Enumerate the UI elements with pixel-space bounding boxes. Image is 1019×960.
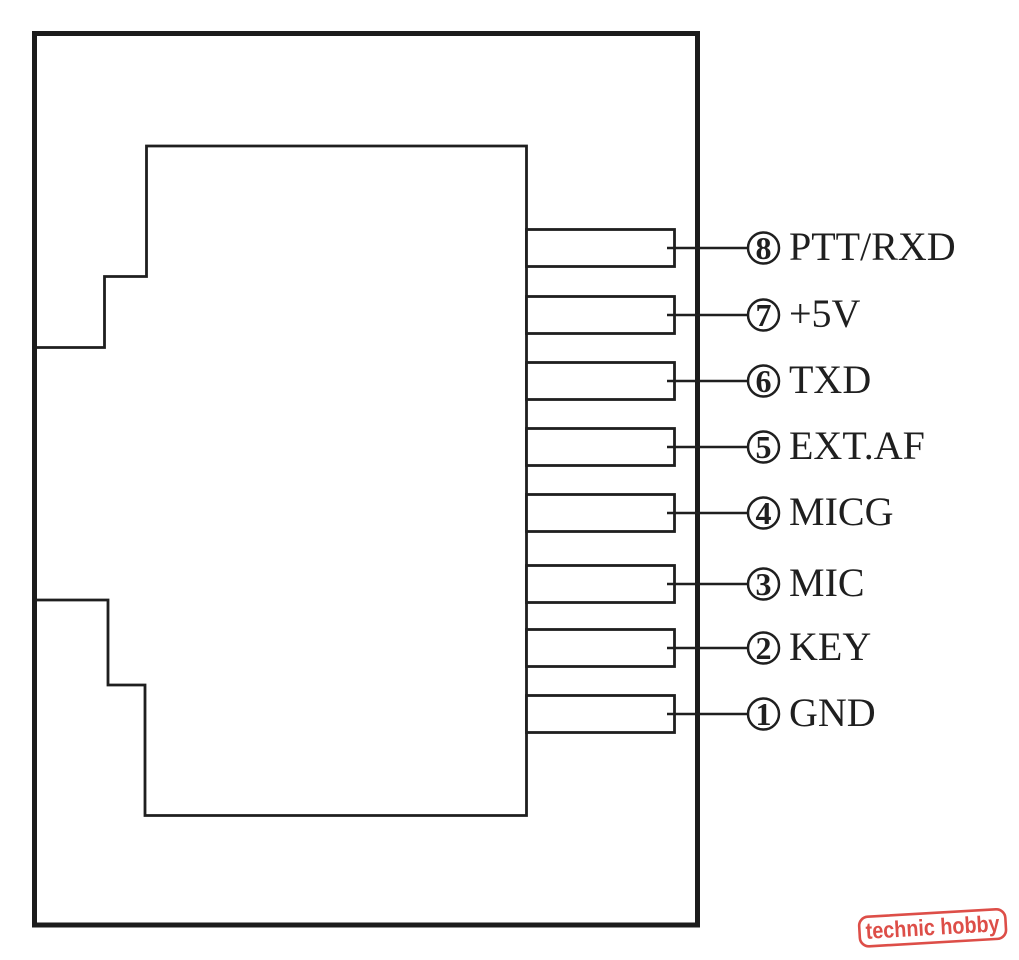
svg-text:MIC: MIC <box>789 560 865 605</box>
svg-text:KEY: KEY <box>789 624 871 669</box>
svg-text:6: 6 <box>756 363 772 399</box>
svg-text:MICG: MICG <box>789 489 893 534</box>
svg-text:8: 8 <box>756 230 772 266</box>
svg-text:1: 1 <box>756 696 772 732</box>
svg-text:4: 4 <box>756 495 772 531</box>
svg-text:7: 7 <box>756 297 772 333</box>
svg-text:+5V: +5V <box>789 291 861 336</box>
svg-text:2: 2 <box>756 630 772 666</box>
svg-text:EXT.AF: EXT.AF <box>789 423 925 468</box>
svg-text:TXD: TXD <box>789 357 871 402</box>
svg-text:5: 5 <box>756 429 772 465</box>
svg-text:3: 3 <box>756 566 772 602</box>
svg-text:GND: GND <box>789 690 876 735</box>
svg-text:PTT/RXD: PTT/RXD <box>789 224 956 269</box>
